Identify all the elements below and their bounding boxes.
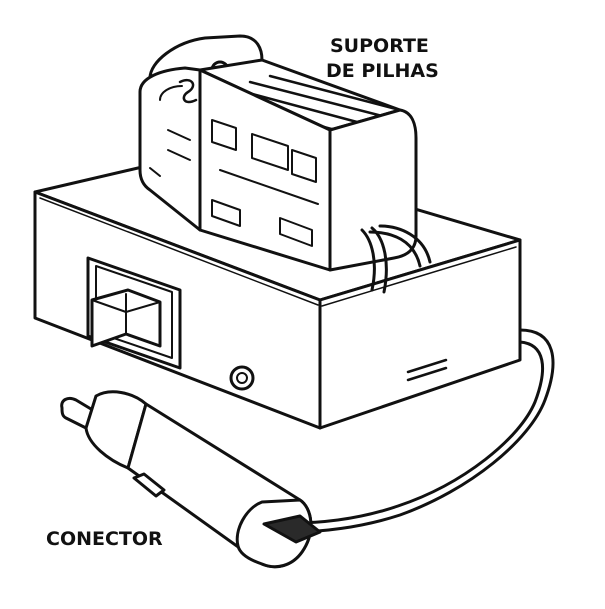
power-cable (290, 328, 555, 534)
indicator-led (229, 365, 255, 391)
label-connector: CONECTOR (46, 528, 163, 550)
battery-holder (138, 34, 418, 272)
plug-side-contact (132, 472, 166, 498)
box-slot (406, 358, 448, 382)
box-right-face (318, 238, 522, 430)
label-battery-holder-line2: DE PILHAS (326, 60, 439, 82)
label-battery-holder-line1: SUPORTE (330, 35, 429, 57)
plug-strain-relief (262, 514, 322, 544)
car-plug (60, 390, 322, 569)
power-switch (86, 256, 182, 370)
labels: SUPORTE DE PILHAS CONECTOR (46, 35, 439, 550)
battery-spring (178, 78, 198, 104)
holder-right-cap (328, 108, 418, 272)
holder-wires (360, 224, 432, 294)
